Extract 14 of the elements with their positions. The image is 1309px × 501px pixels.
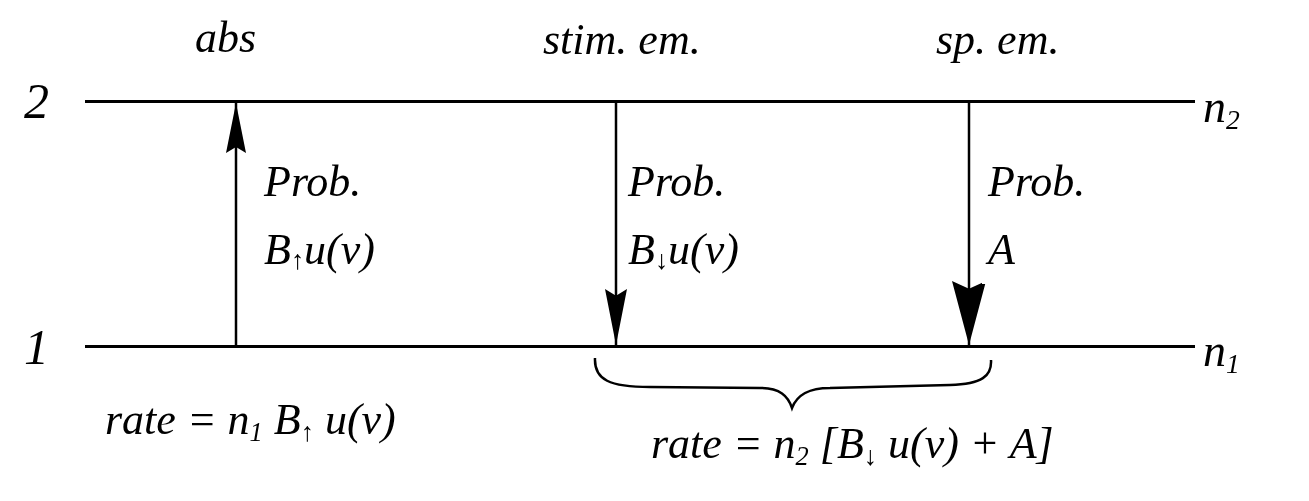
arrow (952, 103, 986, 345)
rate-equation: rate = n$_{1}$ B$_{↑}$ u(ν) (104, 396, 397, 445)
arrow (605, 103, 627, 345)
arrow (226, 103, 246, 345)
energy-level-line (85, 100, 1195, 103)
rate-equation: rate = n$_{2}$ [B$_{↓}$ u(ν) + A] (650, 420, 1055, 469)
population-label: n$_{1}$ (1202, 326, 1241, 377)
transition-label: stim. em. (542, 16, 702, 65)
level-number: 1 (23, 320, 50, 375)
transition-label: sp. em. (935, 16, 1061, 65)
transition-label: abs (194, 14, 258, 63)
level-number: 2 (23, 74, 50, 129)
energy-level-line (85, 345, 1195, 348)
population-label: n$_{2}$ (1202, 82, 1241, 133)
